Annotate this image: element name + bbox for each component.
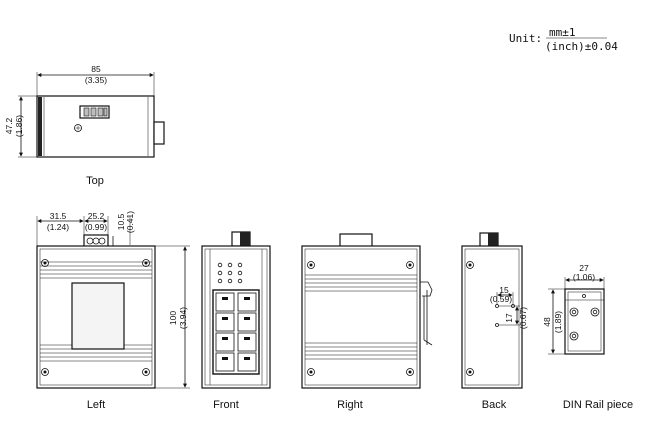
right-view: Right	[301, 233, 433, 411]
din-rail-label: DIN Rail piece	[563, 399, 633, 411]
left-dim-a-mm: 31.5	[50, 211, 67, 221]
unit-legend: Unit: mm±1 (inch)±0.04	[509, 26, 618, 53]
back-dim-b-in: (0.67)	[518, 307, 528, 329]
top-width-mm: 85	[91, 64, 101, 74]
right-view-label: Right	[337, 399, 363, 411]
din-width-mm: 27	[579, 263, 589, 273]
back-view: 15 (0.59) 17 (0.67) Back	[461, 232, 528, 411]
unit-prefix: Unit:	[509, 32, 542, 45]
back-view-label: Back	[482, 399, 507, 411]
front-view-label: Front	[213, 399, 239, 411]
left-dim-a-in: (1.24)	[47, 222, 69, 232]
led-indicators	[217, 262, 243, 284]
left-view-label: Left	[87, 399, 105, 411]
left-dim-b-mm: 25.2	[88, 211, 105, 221]
left-view: 31.5 (1.24) 25.2 (0.99) 10.5 (0.41)	[36, 211, 190, 411]
top-view-label: Top	[86, 175, 104, 187]
top-width-in: (3.35)	[85, 75, 107, 85]
left-height-in: (3.94)	[178, 307, 188, 329]
back-dim-b-mm: 17	[504, 313, 514, 323]
din-height-in: (1.89)	[553, 311, 563, 333]
left-dim-c-mm: 10.5	[116, 213, 126, 230]
left-dim-c-in: (0.41)	[125, 211, 135, 233]
top-height-in: (1.86)	[14, 115, 24, 137]
unit-numerator: mm±1	[549, 26, 576, 39]
left-dim-b-in: (0.99)	[85, 222, 107, 232]
top-height-mm: 47.2	[4, 117, 14, 134]
back-dim-a-in: (0.59)	[490, 294, 512, 304]
left-height-mm: 100	[168, 311, 178, 325]
din-rail-view: 27 (1.06) 48 (1.89) DIN Rail piece	[542, 263, 633, 411]
back-dim-a-mm: 15	[499, 285, 509, 295]
top-view: 85 (3.35) 47.2 (1.86) Top	[4, 64, 165, 187]
din-height-mm: 48	[542, 317, 552, 327]
front-view: Front	[201, 231, 271, 411]
din-width-in: (1.06)	[573, 272, 595, 282]
unit-denominator: (inch)±0.04	[545, 40, 618, 53]
rj45-ports	[212, 289, 260, 375]
